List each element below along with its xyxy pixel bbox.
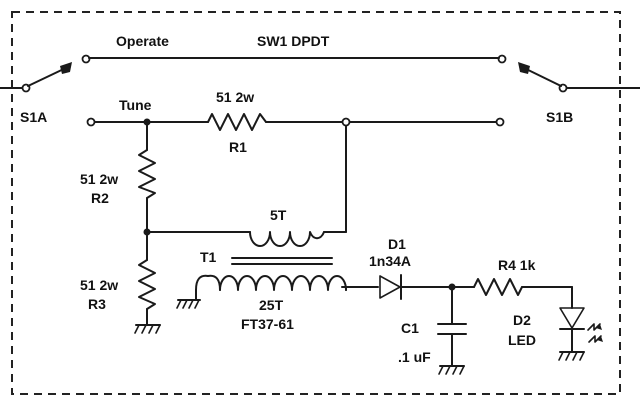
r3-ref: R3 bbox=[88, 296, 106, 312]
c1-ref: C1 bbox=[401, 320, 419, 336]
r4-label: R4 1k bbox=[498, 257, 536, 273]
ground-c1 bbox=[438, 365, 465, 375]
s1b-label: S1B bbox=[546, 109, 573, 125]
r2-value: 51 2w bbox=[80, 171, 118, 187]
d2-type: LED bbox=[508, 332, 536, 348]
resistor-r1 bbox=[207, 113, 267, 131]
enclosure-border bbox=[11, 11, 621, 395]
d1-part: 1n34A bbox=[369, 253, 411, 269]
r2-ref: R2 bbox=[91, 190, 109, 206]
tune-line bbox=[94, 113, 497, 131]
junction-r1-right bbox=[341, 117, 351, 127]
coil-5t-label: 5T bbox=[270, 207, 287, 223]
core-label: FT37-61 bbox=[241, 316, 294, 332]
switch-label: SW1 DPDT bbox=[257, 33, 330, 49]
led-d2 bbox=[559, 307, 603, 353]
r3-value: 51 2w bbox=[80, 277, 118, 293]
switch-sw1 bbox=[0, 54, 640, 127]
coil-25t-label: 25T bbox=[259, 297, 284, 313]
coil-5t bbox=[146, 125, 347, 247]
resistor-r3 bbox=[138, 231, 156, 326]
capacitor-c1 bbox=[437, 286, 467, 367]
diode-d1 bbox=[379, 274, 453, 300]
resistor-r4 bbox=[451, 278, 573, 309]
ground-d2 bbox=[558, 351, 585, 361]
ground-r3 bbox=[134, 324, 161, 334]
tune-label: Tune bbox=[119, 97, 152, 113]
c1-value: .1 uF bbox=[398, 349, 431, 365]
d1-ref: D1 bbox=[388, 236, 406, 252]
operate-label: Operate bbox=[116, 33, 169, 49]
transformer-core bbox=[231, 257, 333, 265]
t1-ref: T1 bbox=[200, 249, 217, 265]
resistor-r2 bbox=[138, 121, 156, 233]
ground-t1 bbox=[176, 299, 201, 309]
r1-ref: R1 bbox=[229, 139, 247, 155]
d2-ref: D2 bbox=[513, 312, 531, 328]
s1a-label: S1A bbox=[20, 109, 47, 125]
r1-value: 51 2w bbox=[216, 89, 254, 105]
